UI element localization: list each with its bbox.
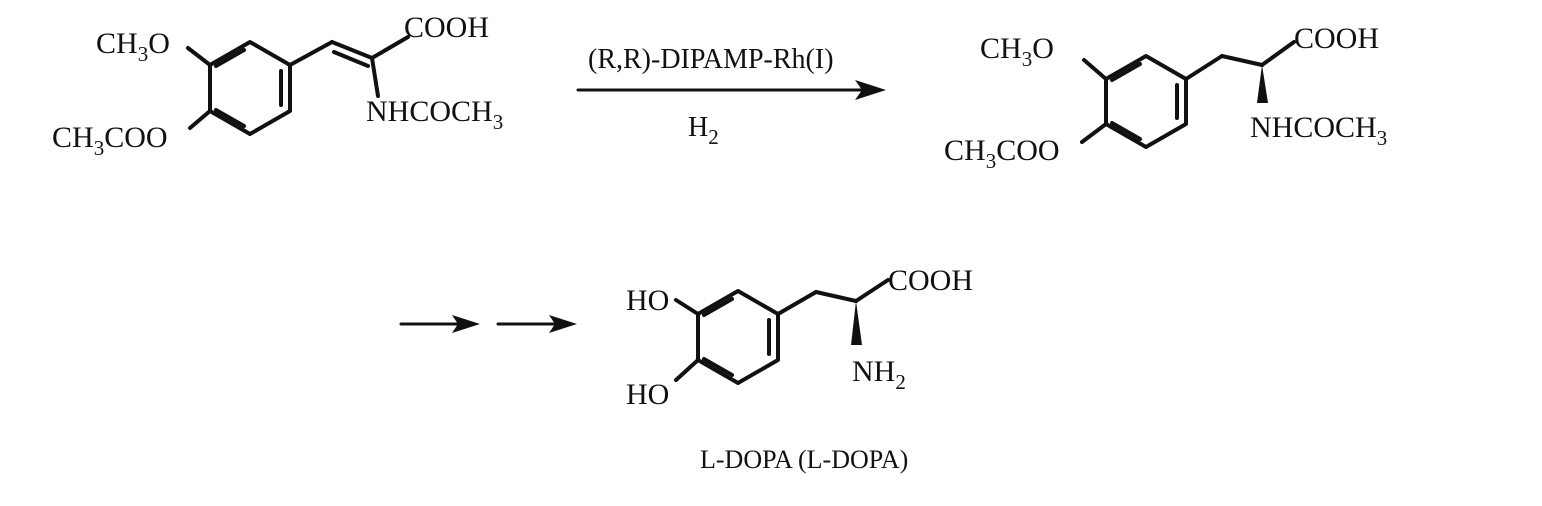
reactant-benzene-ring bbox=[208, 40, 292, 136]
product-ch2-bond bbox=[776, 290, 818, 316]
intermediate-benzene-ring bbox=[1104, 54, 1188, 149]
intermediate-acid-bond bbox=[1260, 40, 1296, 67]
intermediate-acetoxy-label: CH3COO bbox=[944, 134, 1060, 173]
product-amine-label: NH2 bbox=[852, 355, 906, 394]
intermediate-ca-bond bbox=[1220, 54, 1264, 67]
intermediate-ch2-bond bbox=[1184, 54, 1224, 81]
reactant-methoxy-label: CH3O bbox=[96, 27, 170, 66]
product-caption: L-DOPA (L-DOPA) bbox=[700, 445, 908, 474]
reactant-vinyl-bond bbox=[288, 40, 334, 67]
product-oh-bottom-bond bbox=[674, 358, 700, 382]
intermediate-acid-label: COOH bbox=[1294, 22, 1379, 55]
hydrogenation-arrow bbox=[576, 80, 886, 100]
step-arrow-2 bbox=[496, 315, 577, 333]
intermediate-o-acetoxy-bond bbox=[1080, 122, 1108, 144]
product-acid-bond bbox=[854, 278, 890, 303]
reactant-o-acetoxy-bond bbox=[188, 109, 212, 130]
reactant-acetoxy-label: CH3COO bbox=[52, 121, 168, 160]
product-wedge-bond bbox=[851, 301, 862, 345]
intermediate-o-methoxy-bond bbox=[1082, 58, 1108, 81]
reactant-structure: CH3O CH3COO COOH NHCOCH3 bbox=[52, 11, 503, 160]
product-structure: HO HO COOH NH2 L-DOPA (L-DOPA) bbox=[626, 264, 973, 474]
intermediate-amide-label: NHCOCH3 bbox=[1250, 111, 1387, 150]
intermediate-methoxy-label: CH3O bbox=[980, 32, 1054, 71]
reactant-amide-label: NHCOCH3 bbox=[366, 95, 503, 134]
product-hydroxy-bottom-label: HO bbox=[626, 378, 669, 411]
product-hydroxy-top-label: HO bbox=[626, 284, 669, 317]
reactant-acid-bond bbox=[370, 35, 410, 60]
product-acid-label: COOH bbox=[888, 264, 973, 297]
reactant-amide-bond bbox=[370, 56, 380, 98]
intermediate-wedge-bond bbox=[1257, 65, 1268, 103]
intermediate-structure: CH3O CH3COO COOH NHCOCH3 bbox=[944, 22, 1387, 173]
product-ca-bond bbox=[814, 290, 858, 303]
reactant-acid-label: COOH bbox=[404, 11, 489, 44]
step-arrow-1 bbox=[399, 315, 480, 333]
reactant-alkene-double-bond bbox=[330, 40, 374, 68]
product-benzene-ring bbox=[696, 289, 780, 385]
reagent-h2-label: H2 bbox=[688, 112, 719, 149]
reactant-o-methoxy-bond bbox=[186, 46, 212, 67]
product-oh-top-bond bbox=[674, 298, 700, 316]
catalyst-label: (R,R)-DIPAMP-Rh(I) bbox=[588, 44, 834, 75]
